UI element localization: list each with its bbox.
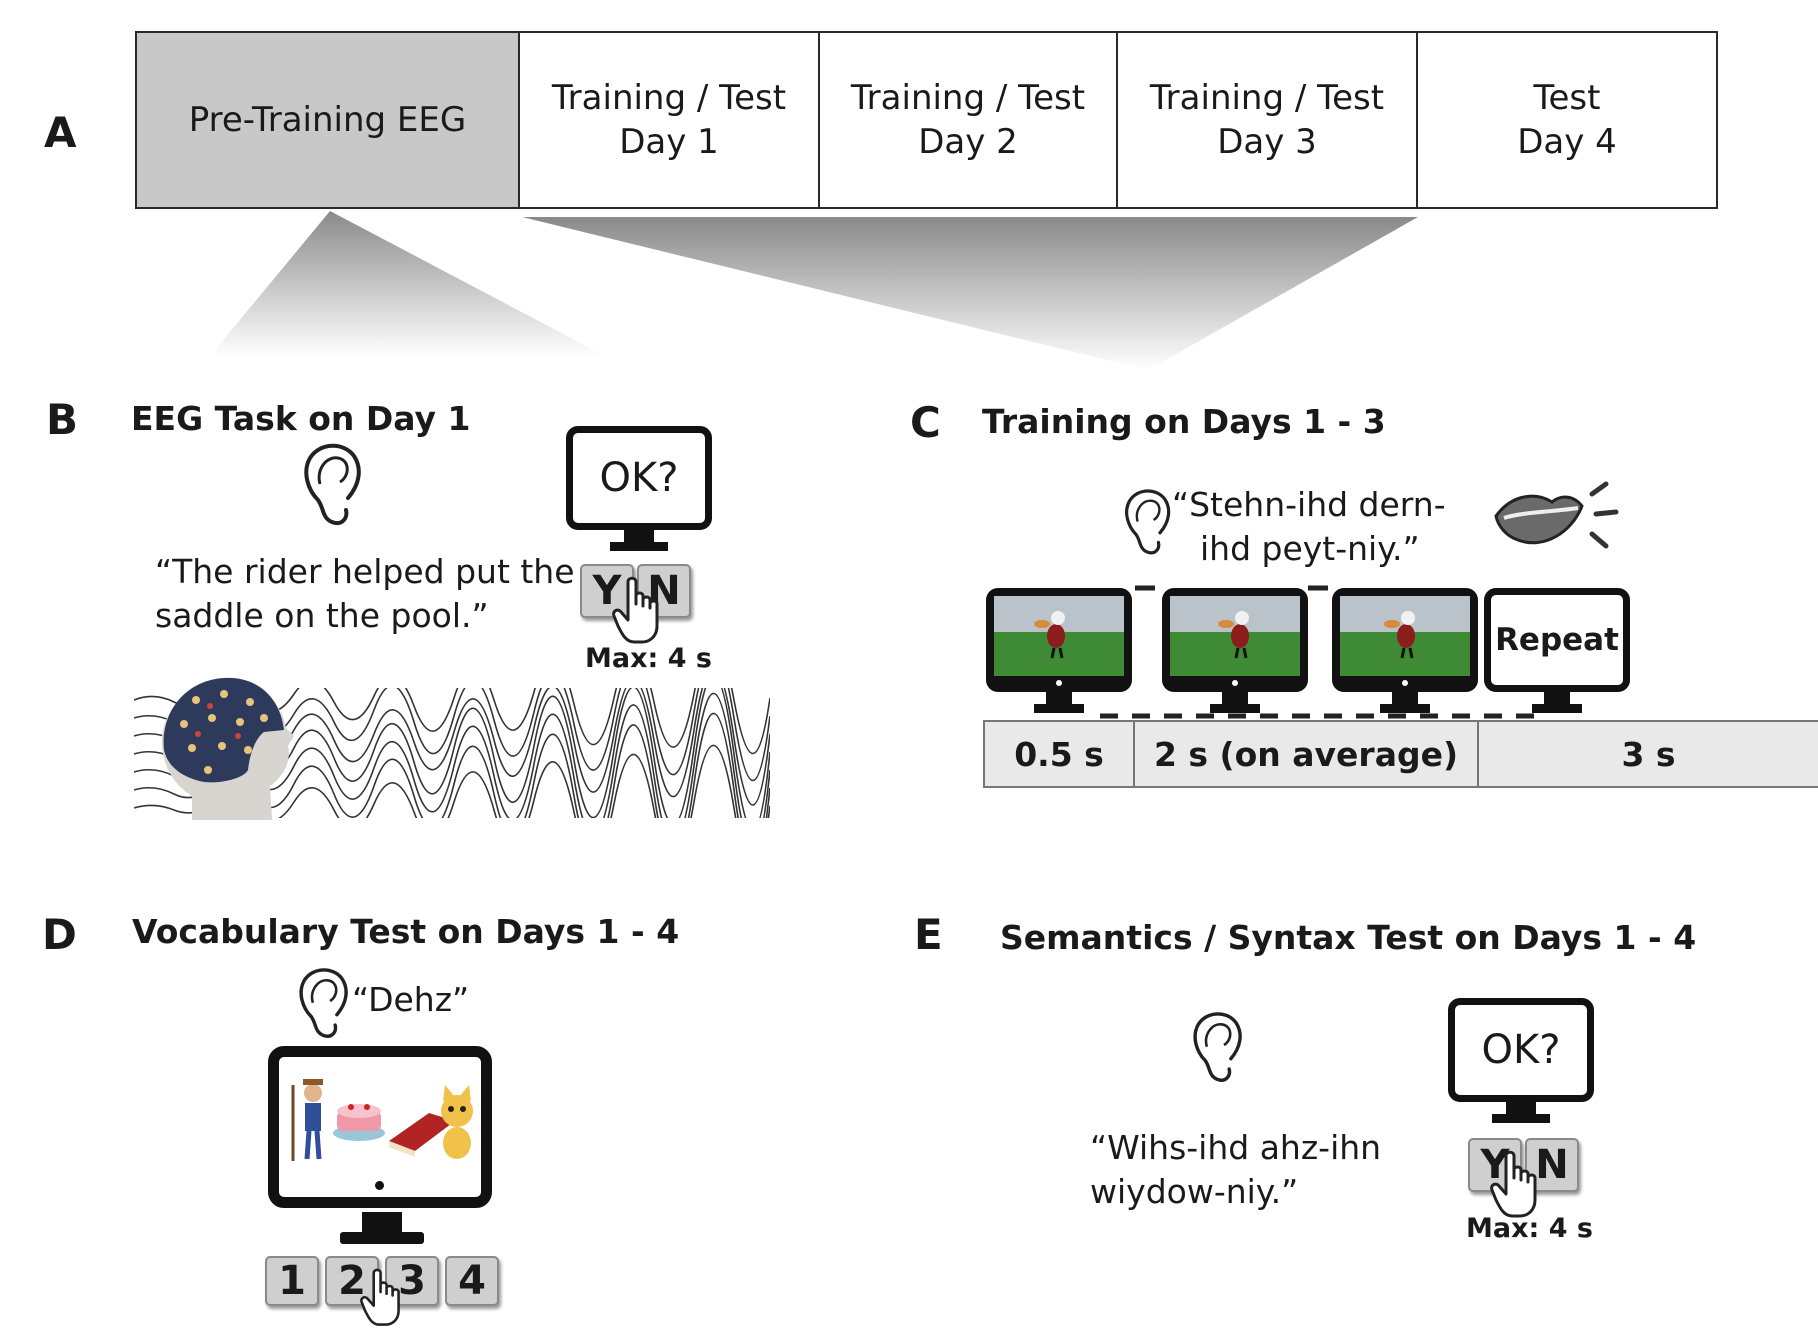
video-monitor-1 bbox=[986, 588, 1132, 692]
farmer-icon bbox=[291, 1079, 323, 1161]
sentence-line-1: “The rider helped put the bbox=[155, 552, 575, 591]
sentence-line-2: wiydow-niy.” bbox=[1090, 1172, 1299, 1211]
choice-key-1[interactable]: 1 bbox=[265, 1256, 319, 1306]
monitor-stand bbox=[362, 1212, 402, 1232]
timeline-segment-repeat: 3 s bbox=[1477, 720, 1818, 788]
panel-d-letter: D bbox=[42, 910, 77, 959]
zoom-funnels bbox=[210, 211, 1418, 370]
pointing-hand-icon bbox=[612, 576, 659, 644]
training-funnel bbox=[522, 217, 1418, 370]
stage-pre-training-eeg: Pre-Training EEG bbox=[135, 31, 520, 209]
repeat-monitor: Repeat bbox=[1484, 588, 1630, 692]
monitor-base bbox=[1532, 704, 1582, 713]
monitor-stand bbox=[1046, 692, 1072, 704]
panel-a-letter: A bbox=[44, 108, 77, 157]
repeat-label: Repeat bbox=[1495, 622, 1619, 658]
monitor-stand bbox=[1222, 692, 1248, 704]
stage-training-day2: Training / Test Day 2 bbox=[818, 31, 1118, 209]
pretraining-funnel bbox=[210, 211, 605, 356]
video-scene bbox=[1170, 596, 1300, 676]
stage-training-day3: Training / Test Day 3 bbox=[1116, 31, 1418, 209]
cartoon-character-icon bbox=[1384, 611, 1415, 659]
monitor-stand bbox=[1506, 1102, 1536, 1114]
cat-icon bbox=[441, 1085, 473, 1159]
speaking-mouth-icon bbox=[1494, 481, 1619, 549]
ear-icon bbox=[299, 968, 348, 1038]
eeg-cap-head-icon bbox=[161, 677, 294, 820]
book-icon bbox=[389, 1113, 455, 1157]
stage-label: Training / Test bbox=[551, 78, 787, 118]
panel-b-letter: B bbox=[46, 395, 79, 444]
timeline-label: 2 s (on average) bbox=[1153, 734, 1459, 774]
stage-label: Training / Test bbox=[1149, 78, 1385, 118]
sentence-line-1: “Wihs-ihd ahz-ihn bbox=[1090, 1128, 1382, 1167]
pointing-hand-icon bbox=[360, 1268, 400, 1326]
monitor-stand bbox=[1392, 692, 1418, 704]
pointing-hand-icon bbox=[1490, 1150, 1537, 1218]
ear-icon bbox=[304, 443, 361, 525]
stage-test-day4: Test Day 4 bbox=[1416, 31, 1718, 209]
pseudoword-line-1: “Stehn-ihd dern- bbox=[1172, 485, 1446, 524]
stage-day-label: Day 2 bbox=[918, 122, 1018, 162]
monitor-base bbox=[1492, 1114, 1550, 1123]
monitor-text: OK? bbox=[1481, 1027, 1561, 1073]
max-time-label: Max: 4 s bbox=[585, 643, 712, 674]
video-monitor-3 bbox=[1332, 588, 1478, 692]
timeline-segment-fixation: 0.5 s bbox=[983, 720, 1135, 788]
timing-dashes bbox=[1100, 585, 1540, 719]
monitor-text: OK? bbox=[599, 455, 679, 501]
panel-e-letter: E bbox=[914, 910, 943, 959]
choice-key-4[interactable]: 4 bbox=[445, 1256, 499, 1306]
panel-b-title: EEG Task on Day 1 bbox=[131, 399, 471, 438]
monitor-base bbox=[610, 542, 668, 551]
monitor-base bbox=[1210, 704, 1260, 713]
yes-key[interactable]: Y bbox=[580, 564, 634, 618]
ok-monitor: OK? bbox=[566, 426, 712, 530]
stage-label: Pre-Training EEG bbox=[188, 100, 467, 140]
monitor-stand bbox=[624, 530, 654, 542]
timeline-segment-video: 2 s (on average) bbox=[1133, 720, 1479, 788]
panel-c-title: Training on Days 1 - 3 bbox=[982, 402, 1386, 441]
monitor-base bbox=[340, 1232, 424, 1244]
video-monitor-2 bbox=[1162, 588, 1308, 692]
max-time-label: Max: 4 s bbox=[1466, 1213, 1593, 1244]
ear-icon bbox=[1193, 1012, 1242, 1082]
monitor-base bbox=[1380, 704, 1430, 713]
video-scene bbox=[1340, 596, 1470, 676]
stage-label: Training / Test bbox=[850, 78, 1086, 118]
cartoon-character-icon bbox=[1218, 611, 1249, 659]
timeline-label: 0.5 s bbox=[1014, 734, 1104, 774]
monitor-base bbox=[1034, 704, 1084, 713]
ok-monitor: OK? bbox=[1448, 998, 1594, 1102]
panel-e-title: Semantics / Syntax Test on Days 1 - 4 bbox=[1000, 918, 1697, 957]
cake-icon bbox=[333, 1104, 385, 1141]
stage-day-label: Day 1 bbox=[619, 122, 719, 162]
panel-c-letter: C bbox=[910, 398, 941, 447]
cartoon-character-icon bbox=[1034, 611, 1065, 659]
eeg-traces bbox=[134, 688, 770, 818]
stage-day-label: Day 4 bbox=[1517, 122, 1617, 162]
picture-options bbox=[291, 1079, 473, 1161]
choice-key-2[interactable]: 2 bbox=[325, 1256, 379, 1306]
panel-d-title: Vocabulary Test on Days 1 - 4 bbox=[132, 912, 680, 951]
ear-icon bbox=[1125, 489, 1171, 555]
timeline-label: 3 s bbox=[1621, 734, 1676, 774]
video-scene bbox=[994, 596, 1124, 676]
monitor-stand bbox=[1544, 692, 1570, 704]
picture-choice-monitor bbox=[268, 1046, 492, 1208]
stage-label: Test bbox=[1533, 78, 1601, 118]
sentence-line-2: saddle on the pool.” bbox=[155, 596, 489, 635]
pseudoword: “Dehz” bbox=[352, 980, 470, 1019]
stage-day-label: Day 3 bbox=[1217, 122, 1317, 162]
pseudoword-line-2: ihd peyt-niy.” bbox=[1200, 529, 1420, 568]
